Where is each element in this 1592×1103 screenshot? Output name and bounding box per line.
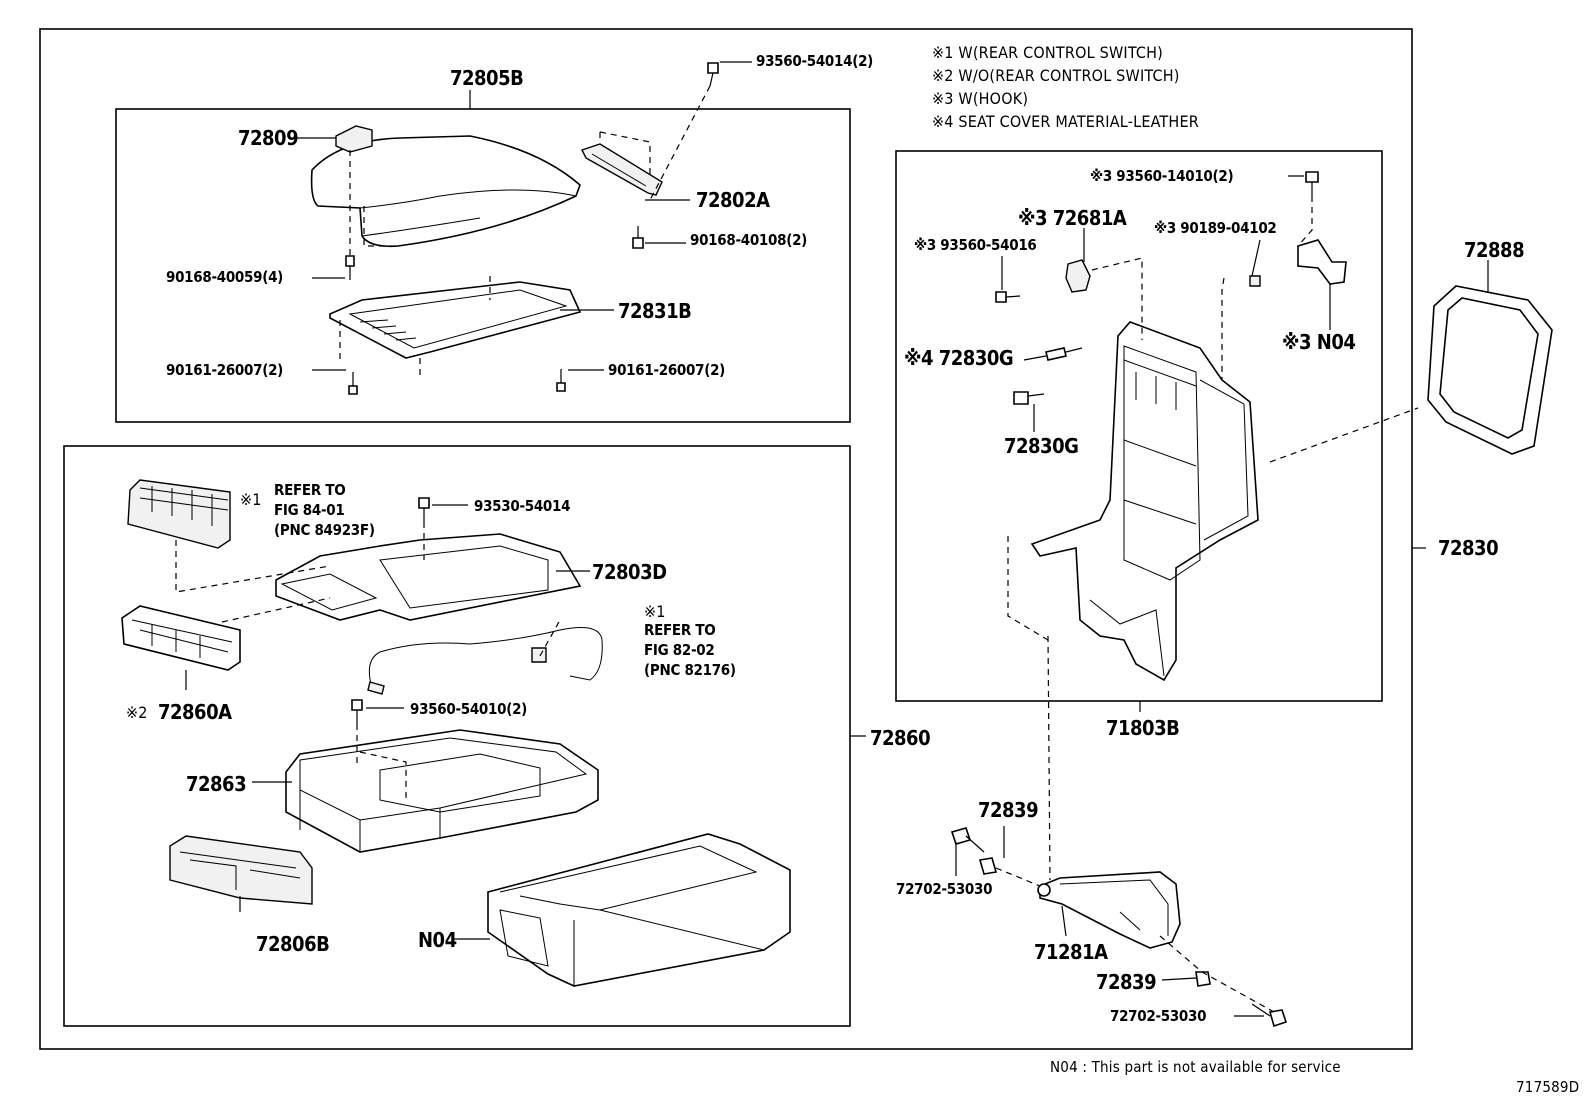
outer-frame (39, 28, 1413, 1050)
part-label-72863: 72863 (186, 772, 247, 796)
reference-mark-1b: ※1 (644, 602, 666, 621)
part-label-72702-53030-lower: 72702-53030 (1110, 1007, 1207, 1025)
part-label-93560-14010: ※3 93560-14010(2) (1090, 167, 1234, 185)
part-label-90161-26007-left: 90161-26007(2) (166, 361, 284, 379)
diagram-id: 717589D (1516, 1078, 1580, 1096)
footer-note: N04 : This part is not available for ser… (1050, 1058, 1341, 1076)
part-label-71281A: 71281A (1034, 940, 1108, 964)
console-box-leaders (175, 504, 866, 940)
part-label-72809: 72809 (238, 126, 299, 150)
note-3: ※3 W(HOOK) (932, 89, 1029, 108)
part-label-72830G-lower: 72830G (1004, 434, 1079, 458)
part-label-93530-54014: 93530-54014 (474, 497, 571, 515)
part-label-72805B: 72805B (450, 66, 524, 90)
console-box-drawing (121, 479, 791, 987)
part-label-90168-40059: 90168-40059(4) (166, 268, 284, 286)
part-label-93560-54016: ※3 93560-54016 (914, 236, 1037, 254)
part-mark-72860A: ※2 (126, 703, 148, 722)
part-label-71803B: 71803B (1106, 716, 1180, 740)
part-label-72803D: 72803D (592, 560, 667, 584)
console-frame-drawing (995, 171, 1553, 682)
note-2: ※2 W/O(REAR CONTROL SWITCH) (932, 66, 1180, 85)
note-1: ※1 W(REAR CONTROL SWITCH) (932, 43, 1163, 62)
part-label-72888: 72888 (1464, 238, 1525, 262)
part-label-72681A: ※3 72681A (1018, 206, 1127, 230)
part-label-90189-04102: ※3 90189-04102 (1154, 219, 1277, 237)
part-label-93560-54010: 93560-54010(2) (410, 700, 528, 718)
part-label-72831B: 72831B (618, 299, 692, 323)
console-frame-leaders (1001, 175, 1489, 712)
part-label-72839-lower: 72839 (1096, 970, 1157, 994)
note-4: ※4 SEAT COVER MATERIAL-LEATHER (932, 112, 1199, 131)
reference-text-fig-82-02: REFER TO FIG 82-02 (PNC 82176) (644, 621, 736, 679)
hinge-bracket-leaders (955, 635, 1275, 1017)
reference-text-fig-84-01: REFER TO FIG 84-01 (PNC 84923F) (274, 481, 375, 539)
part-label-72839-upper: 72839 (978, 798, 1039, 822)
reference-mark-1a: ※1 (240, 490, 262, 509)
part-label-N04-hook: ※3 N04 (1282, 330, 1356, 354)
part-label-90168-40108: 90168-40108(2) (690, 231, 808, 249)
console-frame-group-frame (895, 150, 1383, 702)
part-label-72830G-upper: ※4 72830G (904, 346, 1014, 370)
armrest-lid-leaders (297, 61, 752, 380)
part-label-72802A: 72802A (696, 188, 770, 212)
hinge-bracket-drawing (950, 827, 1288, 1028)
part-label-72860A: 72860A (158, 700, 232, 724)
part-label-72860: 72860 (870, 726, 931, 750)
part-label-93560-54014: 93560-54014(2) (756, 52, 874, 70)
part-label-90161-26007-right: 90161-26007(2) (608, 361, 726, 379)
part-label-72806B: 72806B (256, 932, 330, 956)
part-label-72702-53030-upper: 72702-53030 (896, 880, 993, 898)
armrest-lid-drawing (310, 62, 719, 395)
part-label-N04-bin: N04 (418, 928, 457, 952)
armrest-lid-group-frame (115, 108, 851, 423)
part-label-72830: 72830 (1438, 536, 1499, 560)
